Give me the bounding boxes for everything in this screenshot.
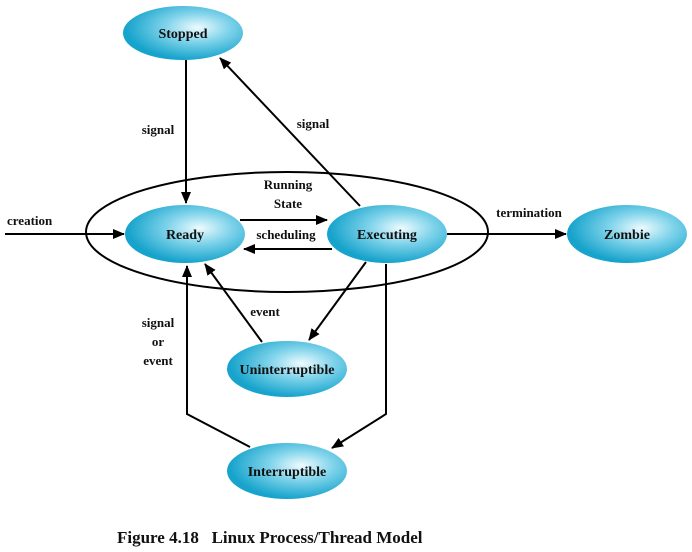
node-uninterruptible: Uninterruptible bbox=[227, 341, 347, 397]
node-label: Zombie bbox=[604, 228, 650, 243]
edge-label-signal-executing-stopped: signal bbox=[297, 116, 330, 131]
node-label: Ready bbox=[166, 228, 204, 243]
edge-executing-to-interruptible bbox=[331, 264, 387, 449]
node-label: Stopped bbox=[158, 27, 207, 42]
node-executing: Executing bbox=[327, 205, 447, 263]
edge-label-signal-stopped-ready: signal bbox=[142, 122, 175, 137]
edge-executing-to-uninterruptible bbox=[308, 261, 367, 341]
edge-interruptible-to-ready bbox=[182, 265, 251, 448]
node-stopped: Stopped bbox=[123, 6, 243, 60]
running-state-label-line2: State bbox=[274, 196, 302, 211]
node-interruptible: Interruptible bbox=[227, 443, 347, 499]
edge-label-event: event bbox=[250, 304, 280, 319]
edges bbox=[5, 57, 567, 449]
edge-uninterruptible-to-ready bbox=[204, 263, 263, 343]
running-state-label-line1: Running bbox=[264, 177, 313, 192]
running-state-group bbox=[85, 171, 489, 293]
edge-label-signal-or-event-line3: event bbox=[143, 353, 173, 368]
figure-caption: Figure 4.18 Linux Process/Thread Model bbox=[117, 528, 423, 547]
edge-label-scheduling: scheduling bbox=[256, 227, 316, 242]
edge-label-creation: creation bbox=[7, 213, 53, 228]
node-ready: Ready bbox=[125, 205, 245, 263]
edge-label-termination: termination bbox=[496, 205, 562, 220]
node-label: Uninterruptible bbox=[240, 363, 335, 378]
edge-label-signal-or-event-line2: or bbox=[152, 334, 165, 349]
node-label: Interruptible bbox=[248, 465, 327, 480]
edge-executing-to-stopped bbox=[219, 57, 361, 207]
edge-label-signal-or-event-line1: signal bbox=[142, 315, 175, 330]
node-label: Executing bbox=[357, 228, 417, 243]
node-zombie: Zombie bbox=[567, 205, 687, 263]
